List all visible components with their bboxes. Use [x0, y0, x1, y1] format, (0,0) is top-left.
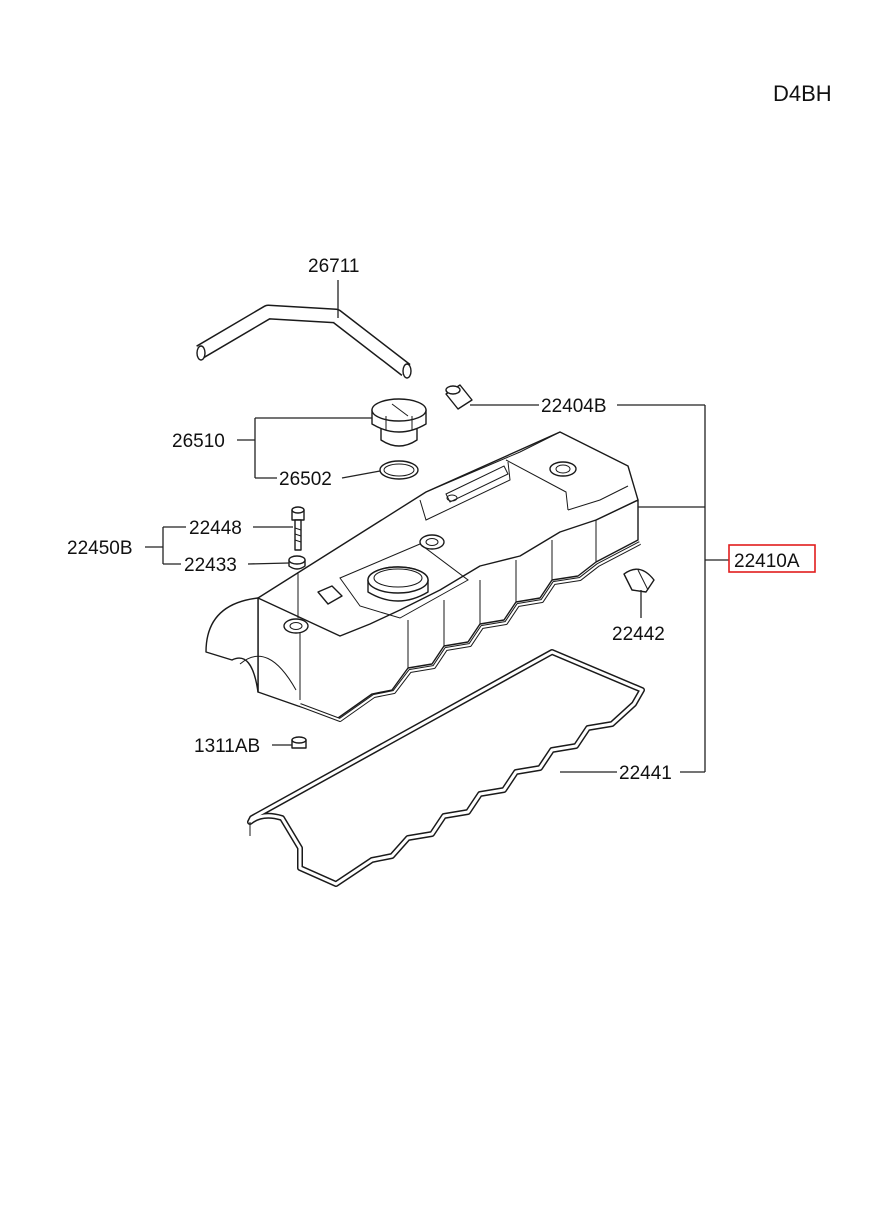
cover-bolt [291, 506, 305, 551]
highlight-box-22410a [728, 544, 816, 573]
half-moon-plug [623, 568, 655, 593]
label-22448[interactable]: 22448 [189, 518, 242, 539]
label-22433[interactable]: 22433 [184, 555, 237, 576]
label-22410a[interactable]: 22410A [734, 551, 800, 572]
oil-cap-gasket [379, 460, 419, 480]
grommet [445, 384, 473, 410]
label-22441[interactable]: 22441 [619, 763, 672, 784]
label-26502[interactable]: 26502 [279, 469, 332, 490]
label-22442[interactable]: 22442 [612, 624, 665, 645]
label-26711[interactable]: 26711 [308, 256, 359, 277]
leader-26502 [341, 470, 381, 479]
engine-code: D4BH [773, 81, 832, 106]
rocker-cover [205, 431, 641, 722]
breather-hose [196, 304, 412, 379]
nut [291, 736, 307, 749]
label-22404b[interactable]: 22404B [541, 396, 607, 417]
leader-22433 [247, 562, 290, 565]
oil-filler-cap [371, 398, 427, 447]
cover-gasket [247, 649, 645, 887]
cover-washer [288, 555, 306, 570]
label-26510[interactable]: 26510 [172, 431, 225, 452]
label-1311ab[interactable]: 1311AB [194, 736, 260, 757]
label-22450b[interactable]: 22450B [67, 538, 133, 559]
